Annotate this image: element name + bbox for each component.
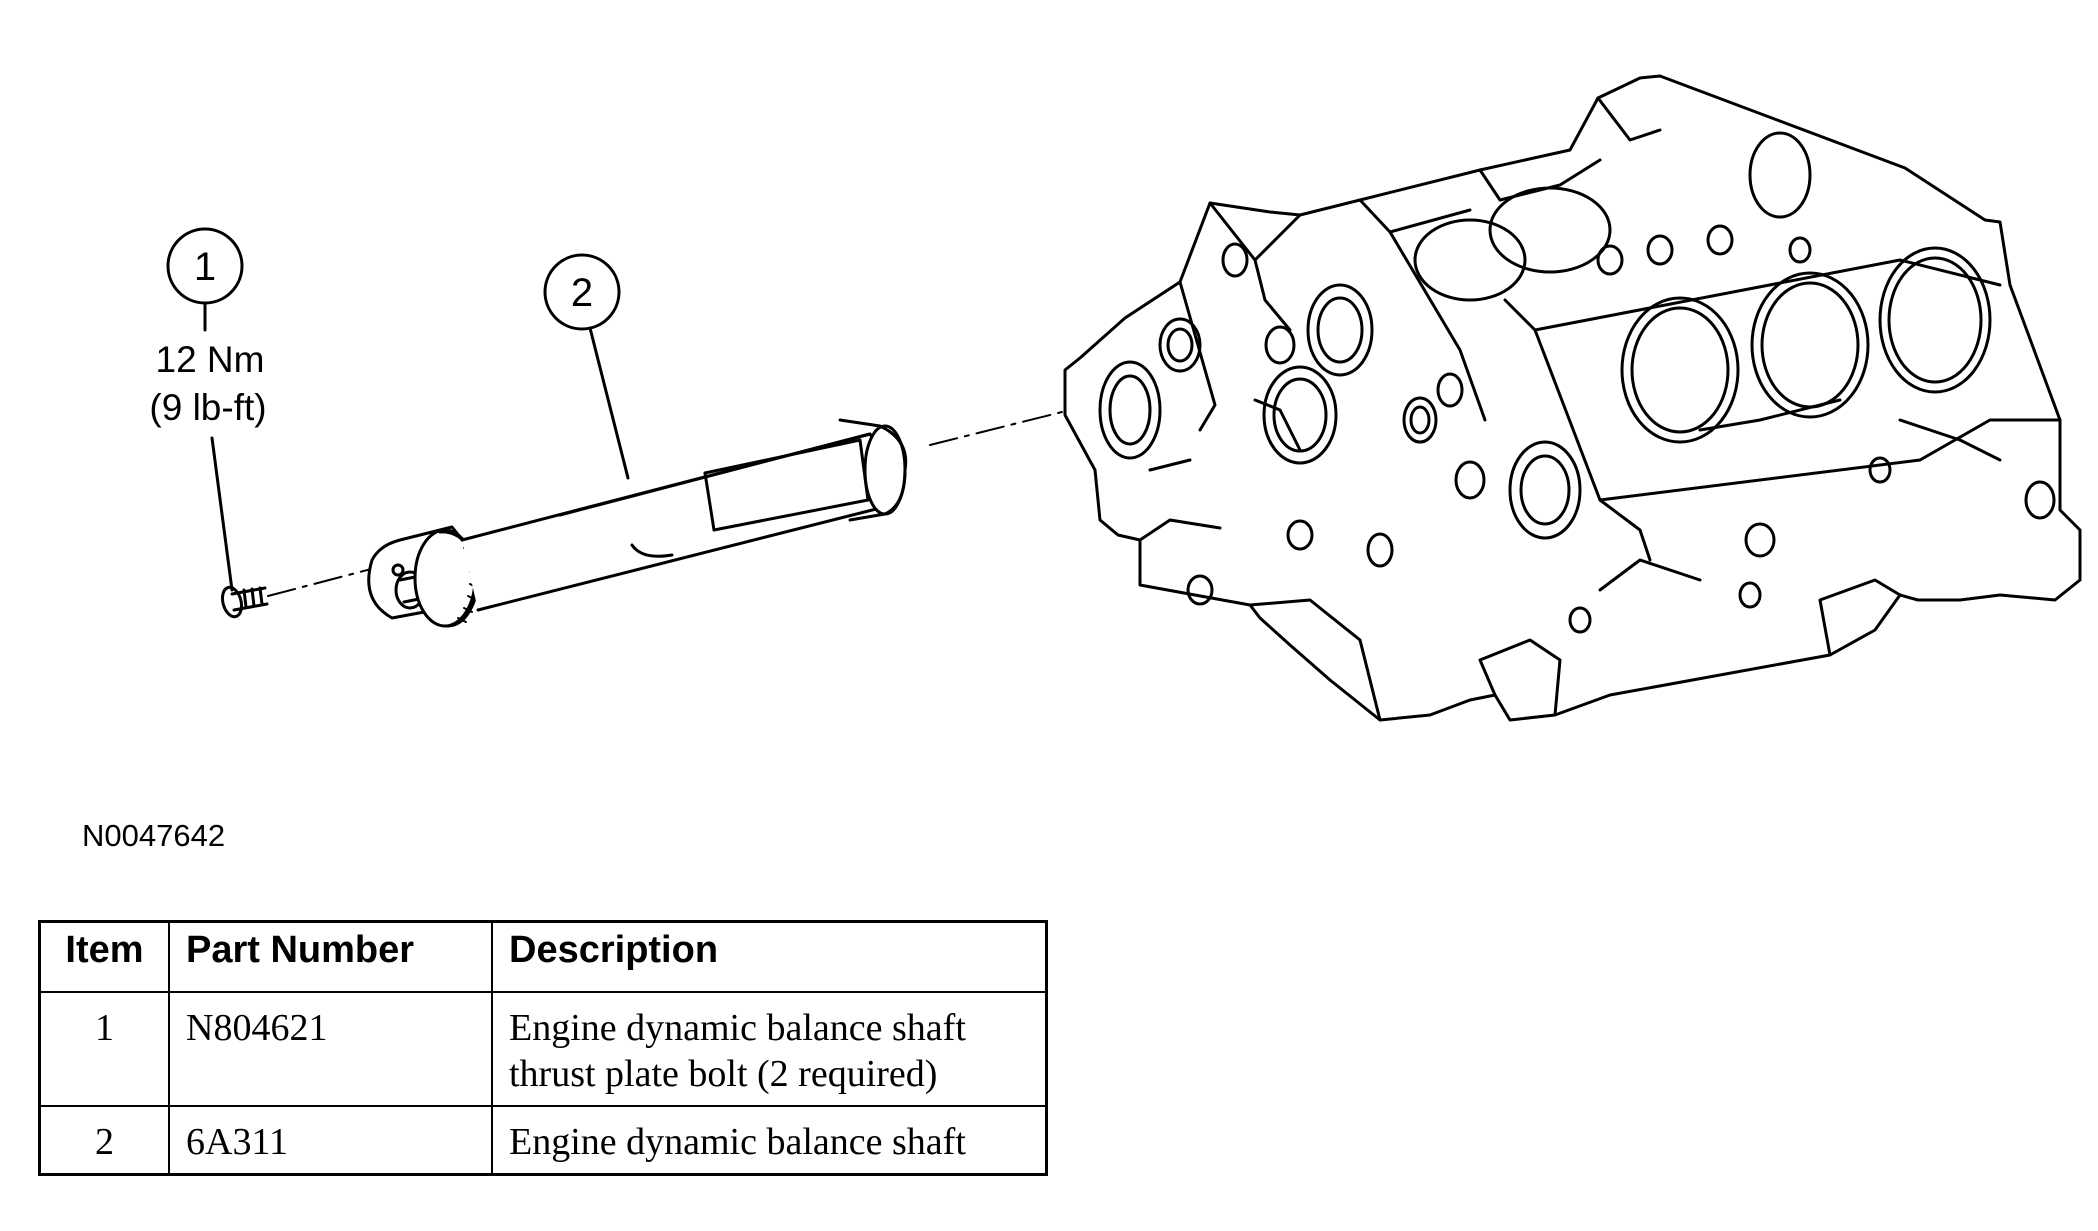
description-line: Engine dynamic balance shaft (509, 1121, 966, 1163)
table-header-row: Item Part Number Description (38, 920, 1048, 993)
header-item: Item (38, 920, 170, 993)
table-row: 2 6A311 Engine dynamic balance shaft (38, 1105, 1048, 1176)
cell-part-number: 6A311 (168, 1105, 493, 1176)
callout-1 (166, 227, 244, 592)
thrust-plate-bolt (220, 585, 269, 619)
alignment-centerline (267, 409, 1071, 597)
callout-1-torque-lbft: (9 lb-ft) (149, 387, 266, 428)
description-line: thrust plate bolt (2 required) (509, 1053, 938, 1095)
cell-item: 2 (38, 1105, 170, 1176)
header-part-number: Part Number (168, 920, 493, 993)
cell-part-number: N804621 (168, 991, 493, 1107)
callout-2 (543, 253, 630, 480)
description-line: Engine dynamic balance shaft (509, 1007, 966, 1049)
callout-1-number: 1 (194, 245, 216, 289)
header-description: Description (491, 920, 1048, 993)
callout-1-torque-nm: 12 Nm (156, 339, 265, 380)
exploded-view-illustration: 1 12 Nm (9 lb-ft) 2 (149, 74, 2082, 722)
figure-id: N0047642 (82, 818, 226, 853)
balance-shaft (367, 418, 908, 628)
callout-2-number: 2 (571, 271, 593, 315)
engine-block (1063, 74, 2082, 722)
parts-table: Item Part Number Description 1 N804621 E… (38, 920, 1048, 1176)
cell-item: 1 (38, 991, 170, 1107)
cell-description: Engine dynamic balance shaft (491, 1105, 1048, 1176)
